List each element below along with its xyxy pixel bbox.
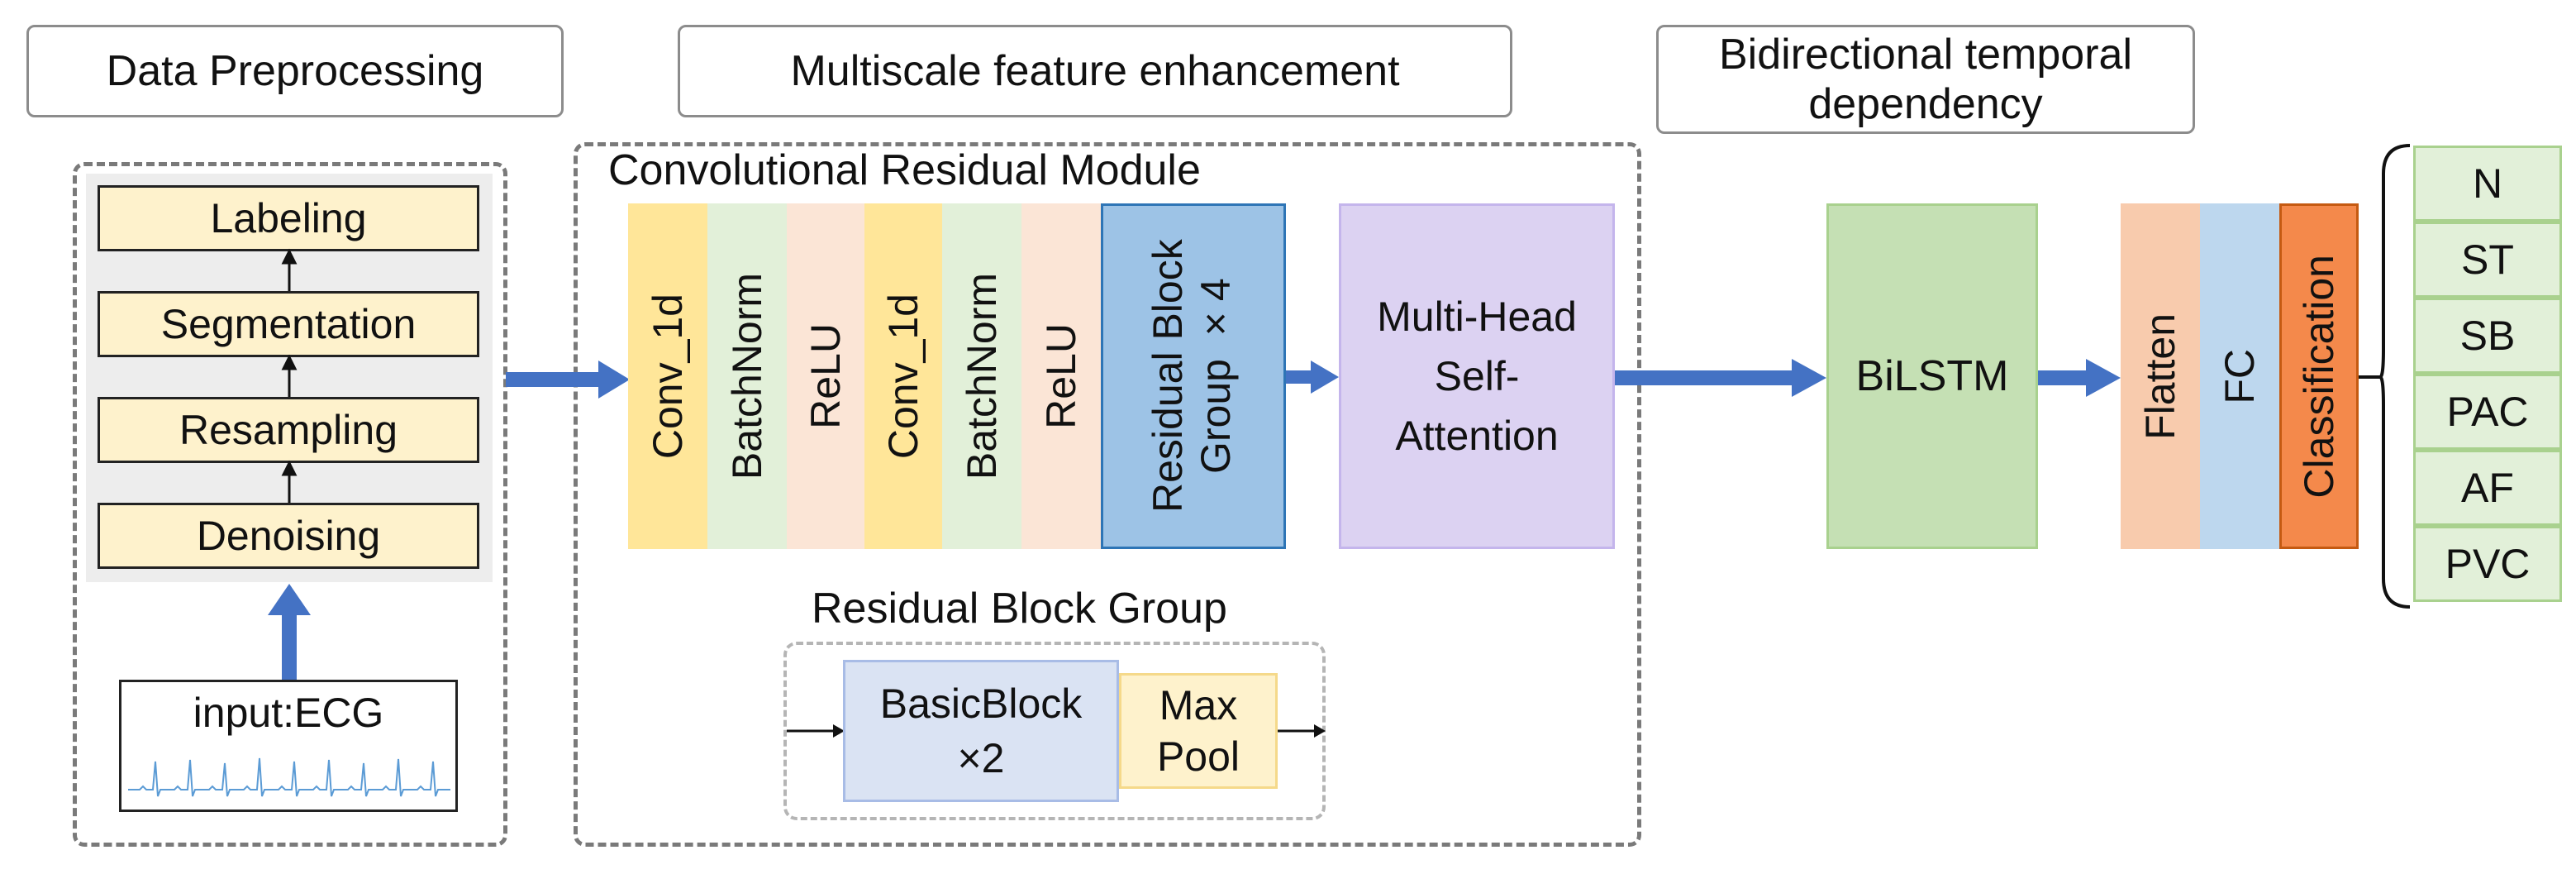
layer-conv-1d-2-label: Conv_1d [880,293,926,460]
class-af: AF [2413,450,2562,526]
ecg-input-box: input:ECG [119,680,458,812]
input-up-arrow [268,584,311,688]
residual-block-group-x4-label: Residual Block Group ×4 [1145,239,1239,513]
arrow-to-bilstm [1615,359,1826,397]
class-pvc-label: PVC [2445,541,2531,587]
max-pool-label: Max Pool [1156,682,1240,780]
class-n-label: N [2472,160,2503,207]
fc-layer: FC [2200,203,2279,549]
header-data-preprocessing-label: Data Preprocessing [106,47,484,95]
step-resampling-label: Resampling [179,407,398,453]
class-af-label: AF [2461,465,2514,511]
layer-batchnorm-1: BatchNorm [707,203,787,549]
layer-relu-2: ReLU [1021,203,1101,549]
step-segmentation-label: Segmentation [160,301,417,347]
header-multiscale-label: Multiscale feature enhancement [790,47,1400,95]
multi-head-self-attention-label: Multi-Head Self-Attention [1377,294,1577,459]
ecg-input-label: input:ECG [193,690,384,736]
arrow-to-attention [1286,361,1339,394]
layer-batchnorm-1-label: BatchNorm [724,272,770,480]
residual-block-group-title: Residual Block Group [812,585,1227,633]
class-st: ST [2413,222,2562,298]
class-brace [2359,144,2411,609]
basic-block-x2-label: BasicBlock ×2 [879,681,1083,781]
class-pvc: PVC [2413,526,2562,602]
class-st-label: ST [2461,236,2514,283]
flatten-label: Flatten [2137,313,2183,440]
step-denoising-label: Denoising [196,513,381,559]
layer-batchnorm-2: BatchNorm [942,203,1021,549]
header-multiscale-feature-enhancement: Multiscale feature enhancement [678,25,1512,117]
layer-relu-1: ReLU [787,203,864,549]
layer-relu-1-label: ReLU [802,323,849,429]
bilstm-block: BiLSTM [1826,203,2038,549]
layer-relu-2-label: ReLU [1038,323,1084,429]
step-labeling-label: Labeling [210,195,367,241]
step-resampling: Resampling [98,397,479,463]
header-bidirectional-label: Bidirectional temporal dependency [1718,31,2133,128]
step-arrows [281,248,298,503]
class-sb: SB [2413,298,2562,374]
step-labeling: Labeling [98,185,479,251]
class-sb-label: SB [2459,313,2516,359]
max-pool-block: Max Pool [1119,673,1278,789]
bilstm-label: BiLSTM [1855,352,2009,400]
header-bidirectional-temporal-dependency: Bidirectional temporal dependency [1656,25,2195,134]
layer-conv-1d-2: Conv_1d [864,203,942,549]
preprocessing-panel [73,162,507,847]
flatten-layer: Flatten [2121,203,2200,549]
header-data-preprocessing: Data Preprocessing [26,25,564,117]
ecg-trace [128,757,450,797]
layer-conv-1d-1: Conv_1d [628,203,707,549]
fc-label: FC [2217,348,2263,404]
residual-group-in-arrow [787,724,845,738]
residual-group-out-arrow [1278,724,1326,738]
conv-module-title: Convolutional Residual Module [608,146,1201,194]
classification-label: Classification [2296,254,2342,499]
classification-layer: Classification [2279,203,2359,549]
basic-block-x2: BasicBlock ×2 [843,660,1119,802]
multi-head-self-attention: Multi-Head Self-Attention [1339,203,1615,549]
layer-batchnorm-2-label: BatchNorm [959,272,1005,480]
step-segmentation: Segmentation [98,291,479,357]
residual-block-group-x4: Residual Block Group ×4 [1101,203,1286,549]
step-denoising: Denoising [98,503,479,569]
multiscale-panel [574,142,1641,847]
class-pac: PAC [2413,374,2562,450]
layer-conv-1d-1-label: Conv_1d [645,293,691,460]
arrow-to-flatten [2038,359,2121,397]
class-pac-label: PAC [2446,389,2529,435]
class-n: N [2413,146,2562,222]
arrow-to-conv-module [506,361,630,399]
